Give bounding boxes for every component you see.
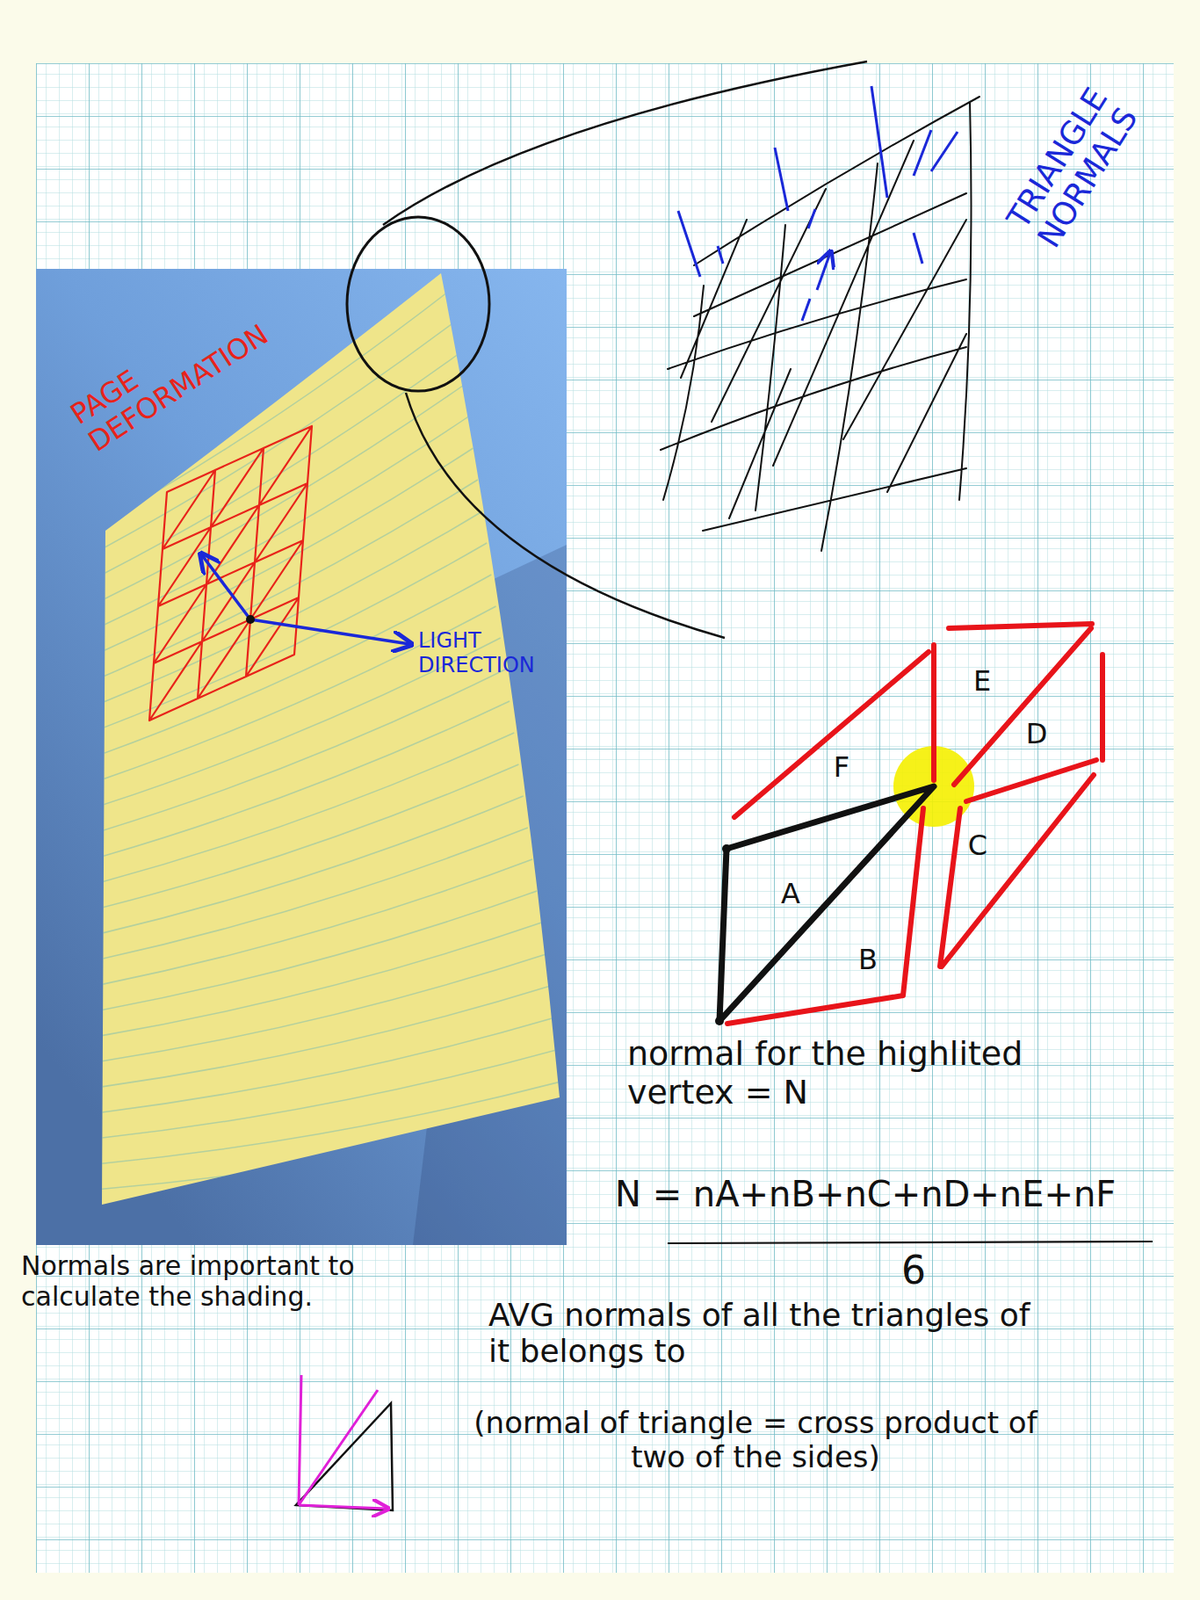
triangle-normals-title: TRIANGLE NORMALS — [999, 36, 1173, 254]
light-direction-label: LIGHT DIRECTION — [418, 628, 568, 678]
page-line — [94, 448, 474, 655]
vertex-normal-note: normal for the highlited vertex = N — [627, 1034, 1085, 1112]
triangle-letter: A — [780, 877, 801, 911]
graph-grid — [36, 63, 1174, 1573]
vertex-dot — [715, 1016, 724, 1026]
zoom-lines — [383, 61, 868, 638]
page-line — [94, 1080, 564, 1164]
triangle-letter: D — [1026, 717, 1049, 751]
page-line — [94, 669, 506, 833]
light-arrow — [250, 619, 410, 644]
deformed-page — [101, 273, 560, 1205]
formula-numerator: N = nA+nB+nC+nD+nE+nF — [614, 1173, 1116, 1215]
page-line — [94, 795, 524, 935]
page-line — [94, 827, 528, 961]
page-line — [94, 922, 542, 1037]
triangle-letter: C — [968, 829, 988, 862]
vertex-dot — [245, 614, 255, 624]
render-background — [36, 268, 567, 1245]
formula-denominator: 6 — [901, 1248, 926, 1294]
page-line — [94, 701, 510, 859]
fraction-bar — [667, 1241, 1153, 1244]
small-triangle — [296, 1402, 393, 1511]
page-lines — [94, 289, 569, 1190]
normal-arrow — [202, 555, 251, 620]
page-line — [94, 1017, 556, 1114]
triangle-letter: E — [973, 665, 991, 698]
average-note: AVG normals of all the triangles of it b… — [488, 1296, 1051, 1370]
page-line — [94, 1112, 569, 1190]
triangle-mesh — [149, 426, 312, 721]
zoomed-mesh — [660, 96, 980, 551]
triangle-normal-arrows — [678, 86, 958, 321]
neighbour-triangles — [727, 623, 1103, 1024]
zoom-circle — [346, 216, 490, 391]
triangle-letter: B — [858, 943, 878, 976]
vertex-dot — [722, 844, 731, 854]
triangle-a — [719, 786, 934, 1021]
graph-paper — [36, 63, 1174, 1573]
page-line — [94, 985, 551, 1088]
page-deformation-title: PAGE DEFORMATION — [65, 279, 292, 458]
page-line — [94, 859, 533, 986]
page-line — [94, 732, 514, 884]
triangle-letter: F — [833, 751, 850, 784]
page-line — [94, 1048, 560, 1139]
page-line — [94, 954, 547, 1063]
shading-note: Normals are important to calculate the s… — [21, 1250, 408, 1312]
page-line — [94, 890, 537, 1012]
cross-product-arrows — [298, 1374, 387, 1509]
cross-product-note: (normal of triangle = cross product of t… — [452, 1405, 1059, 1475]
